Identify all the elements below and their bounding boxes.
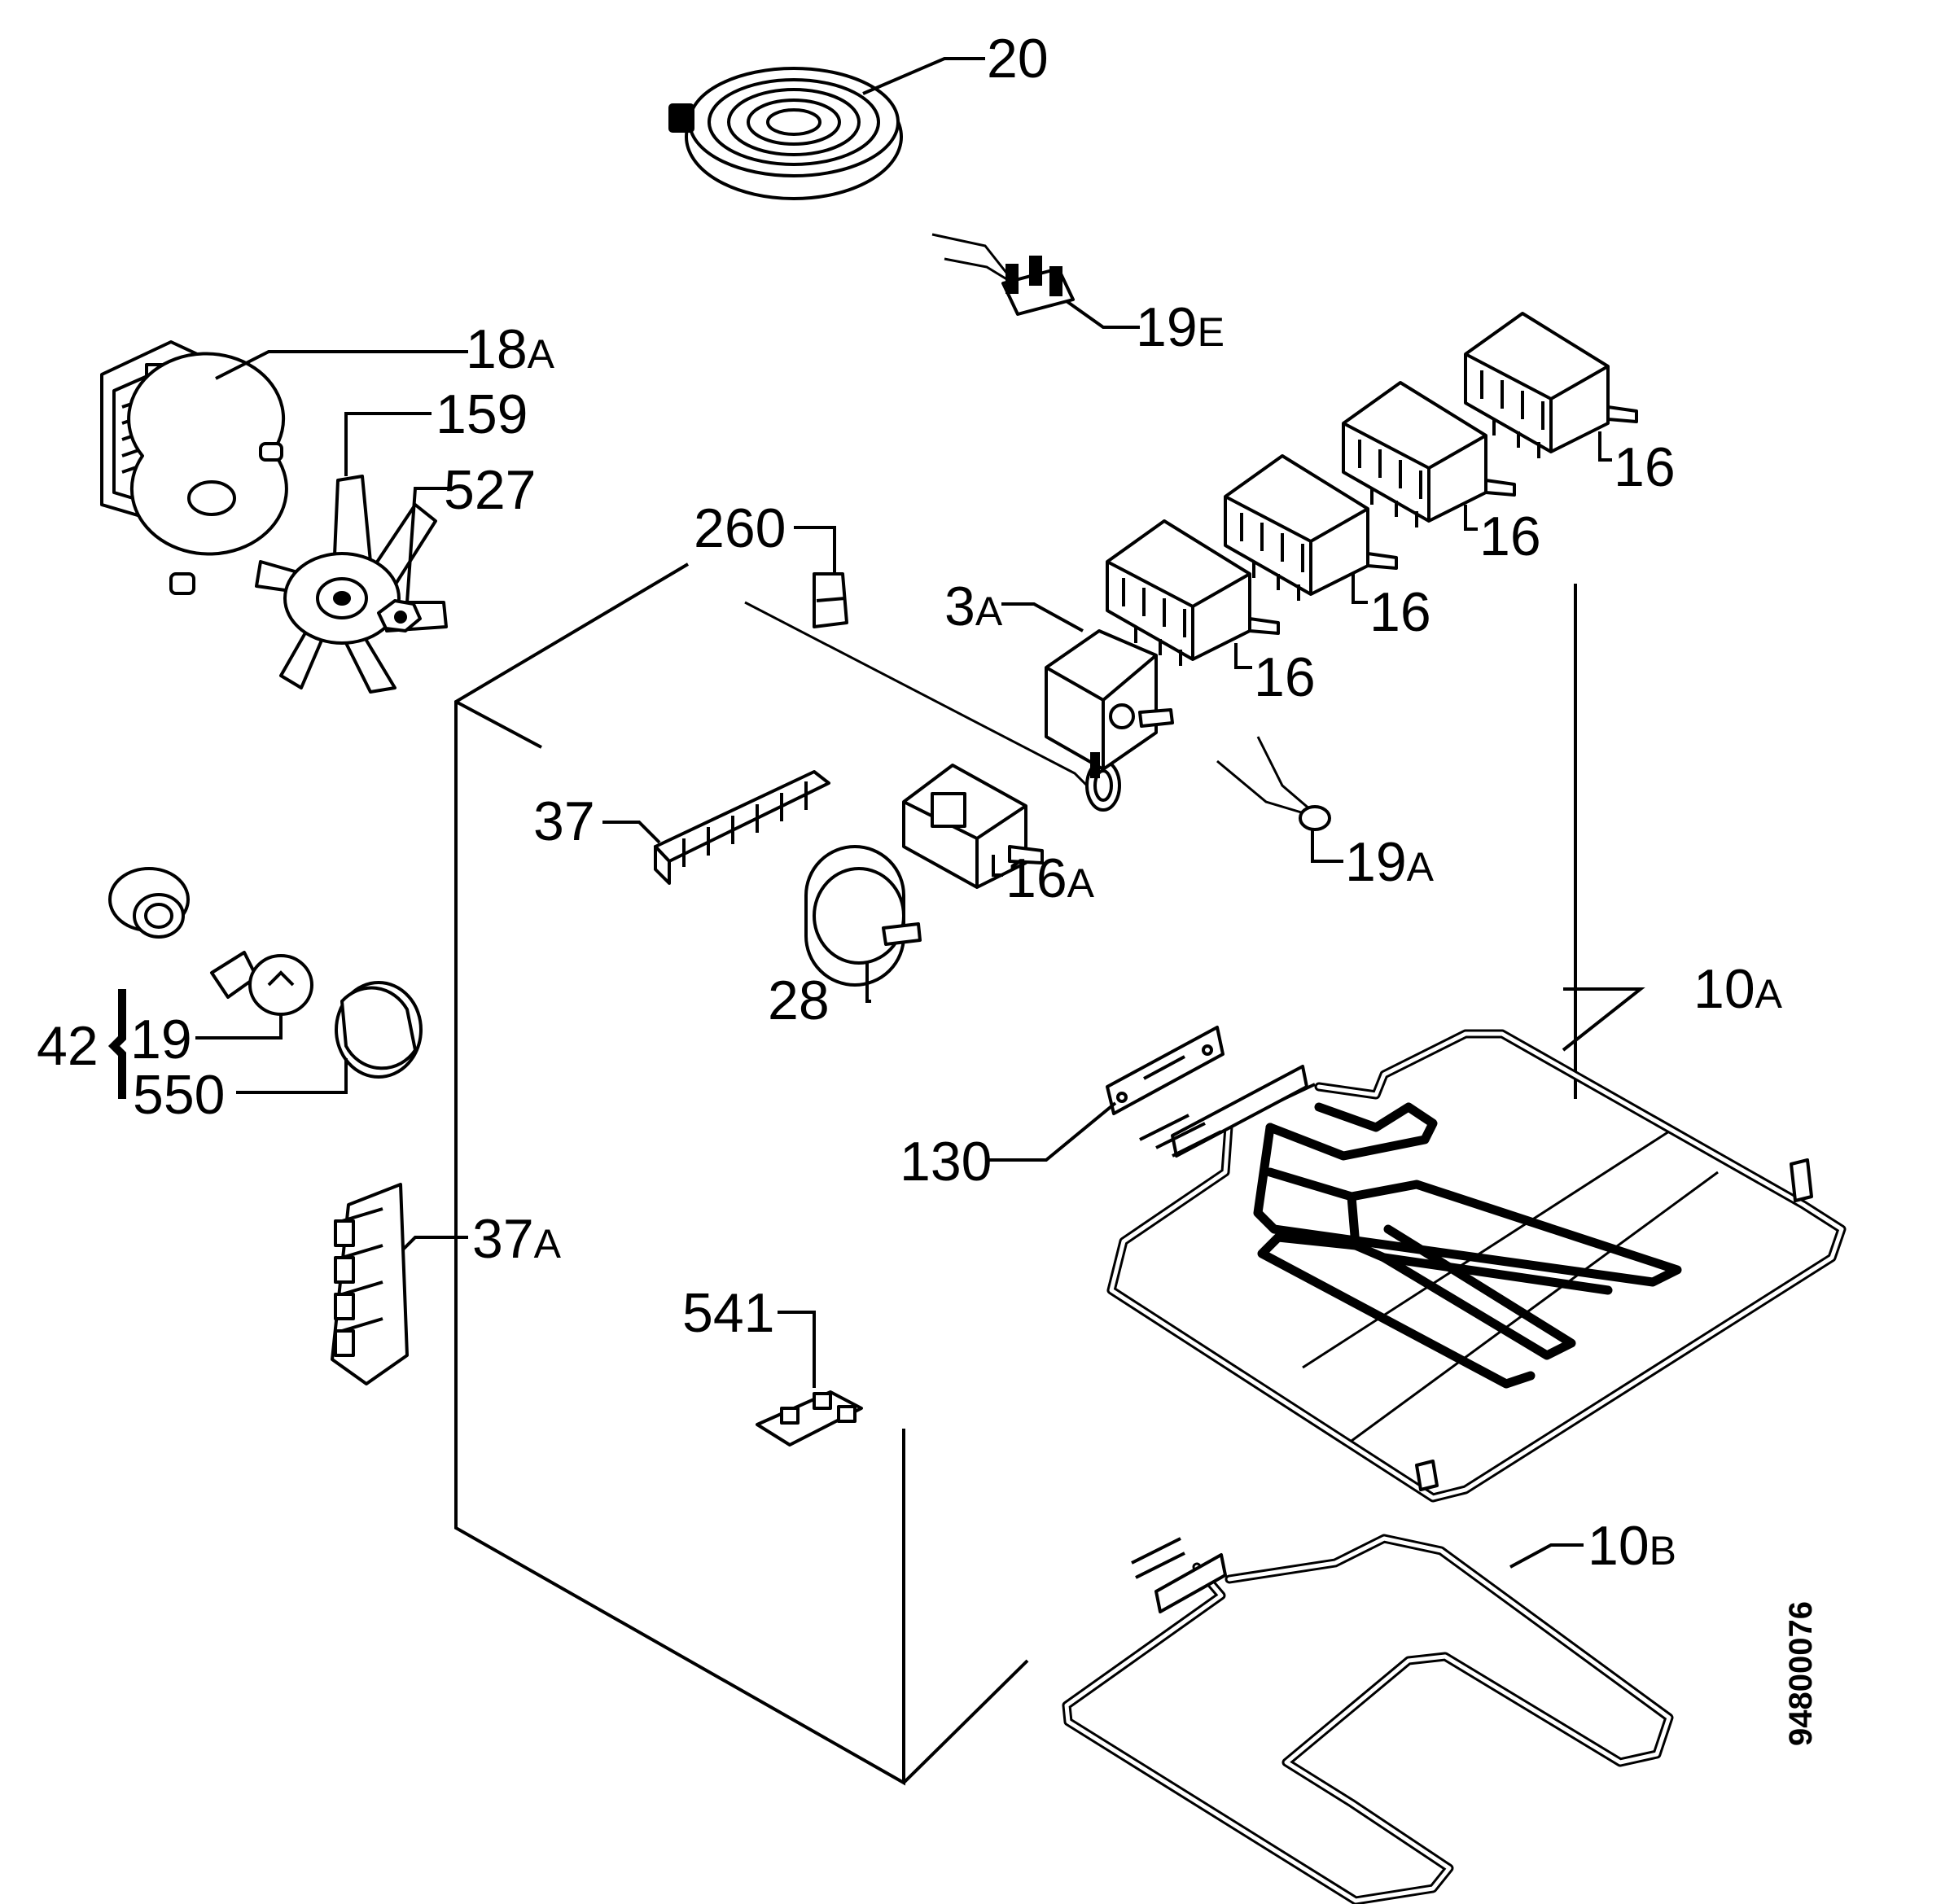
label-10B: 10B bbox=[1588, 1515, 1676, 1577]
label-550: 550 bbox=[133, 1064, 225, 1126]
part-527-nut bbox=[377, 599, 422, 632]
label-19E: 19E bbox=[1136, 296, 1225, 358]
label-130: 130 bbox=[900, 1131, 992, 1193]
label-16-1: 16 bbox=[1254, 646, 1316, 708]
part-541-connector bbox=[756, 1390, 863, 1447]
label-19: 19 bbox=[130, 1009, 192, 1070]
label-541: 541 bbox=[682, 1282, 774, 1344]
part-28-knob bbox=[804, 845, 922, 987]
label-260: 260 bbox=[694, 497, 786, 559]
label-28: 28 bbox=[768, 970, 830, 1031]
part-19A-pilot-lamp bbox=[1216, 736, 1331, 831]
part-16-switch-2 bbox=[1224, 454, 1398, 601]
oven-cavity-outline bbox=[454, 562, 1577, 1786]
bracket-42-group bbox=[107, 989, 126, 1099]
part-550-lamp-cover bbox=[335, 981, 423, 1079]
label-16-2: 16 bbox=[1369, 581, 1431, 643]
part-19E-connector bbox=[931, 233, 1075, 316]
label-16-3: 16 bbox=[1479, 506, 1541, 567]
part-3A-thermostat bbox=[1045, 629, 1174, 778]
part-42-lamp-holder bbox=[108, 867, 190, 939]
label-20: 20 bbox=[987, 28, 1049, 90]
label-18A: 18A bbox=[466, 318, 555, 380]
part-130-bracket bbox=[1106, 1026, 1225, 1115]
leader-lines bbox=[195, 57, 1645, 1569]
label-527: 527 bbox=[444, 459, 536, 521]
part-19-bulb bbox=[210, 951, 313, 1016]
label-42: 42 bbox=[37, 1015, 99, 1077]
part-16-switch-3 bbox=[1342, 381, 1516, 527]
part-37-terminal-strip bbox=[654, 770, 830, 885]
label-3A: 3A bbox=[944, 576, 1003, 637]
part-37A-terminal-block bbox=[331, 1183, 409, 1385]
label-16A: 16A bbox=[1005, 847, 1095, 909]
part-16-switch-4 bbox=[1464, 312, 1638, 458]
part-159-fan-blade bbox=[255, 475, 448, 694]
label-37A: 37A bbox=[472, 1208, 562, 1270]
callout-labels: 20 19E 18A 159 527 260 3A 16 16 16 16 37… bbox=[37, 28, 1783, 1577]
part-16A-switch bbox=[902, 764, 1044, 889]
part-10A-upper-element bbox=[1106, 1029, 1847, 1503]
label-16-4: 16 bbox=[1614, 436, 1676, 498]
drawing-code: 94800076 bbox=[1783, 1601, 1819, 1746]
label-10A: 10A bbox=[1693, 958, 1783, 1020]
label-19A: 19A bbox=[1345, 831, 1435, 893]
part-10B-lower-element bbox=[1062, 1534, 1674, 1904]
part-20-hotplate bbox=[668, 67, 903, 200]
part-18A-fan-motor bbox=[100, 340, 288, 595]
label-159: 159 bbox=[436, 383, 528, 445]
part-16-switch-1 bbox=[1106, 519, 1280, 666]
label-37: 37 bbox=[533, 790, 595, 852]
